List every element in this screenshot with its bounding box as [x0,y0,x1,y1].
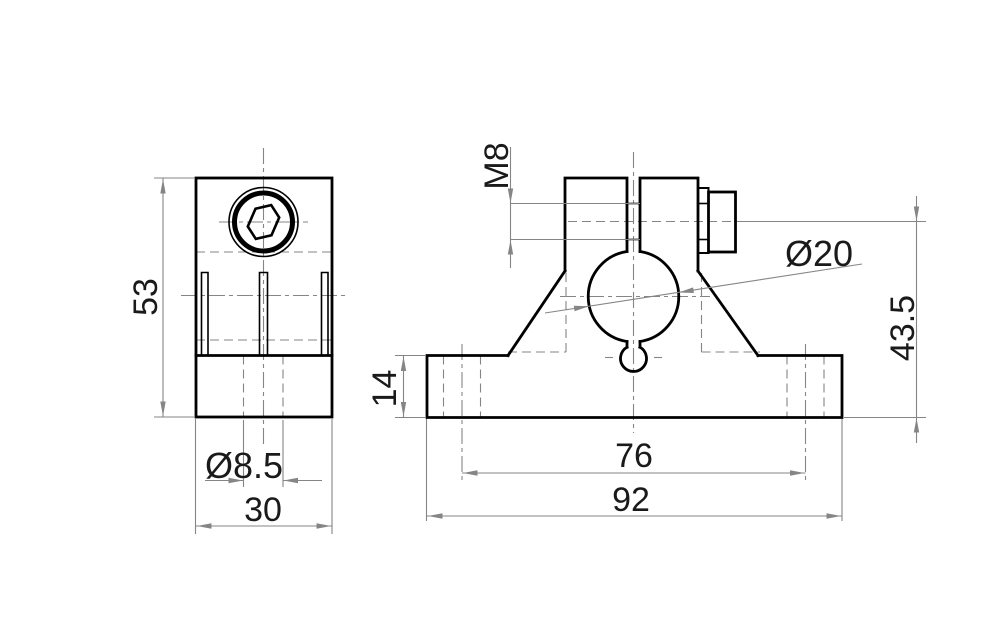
side-view: 53 Ø8.5 30 [127,148,348,534]
left-lug-outline [563,176,629,273]
arrowhead [790,470,805,476]
relief-hole-arc [619,345,648,373]
arrowhead [913,418,920,433]
arrowhead [400,356,407,371]
right-gusset-edge [696,269,760,358]
washer-outline [697,187,710,254]
arrowhead [400,402,407,417]
dim-base-width-label: 92 [612,481,650,519]
screw-boss-circle [228,186,299,258]
side-view-outline [194,176,334,419]
left-gusset-edge [506,269,567,358]
front-view: M8 Ø20 43.5 14 [366,142,926,521]
dim-hole-spacing: 76 [462,437,806,476]
arrowhead [507,240,514,255]
screw-head-circle [232,190,295,254]
arrowhead [507,188,514,203]
dim-base-thickness: 14 [366,354,425,419]
dim-side-hole-diameter-label: Ø8.5 [205,445,283,486]
dim-front-height: 43.5 [740,196,926,443]
base-flange-outline [425,354,844,419]
dim-side-height-label: 53 [127,278,165,316]
dim-base-thickness-label: 14 [366,370,404,408]
arrowhead [316,523,331,529]
right-lug-outline [638,176,700,273]
arrowhead [283,477,298,484]
arrowhead [197,523,212,529]
arrowhead [428,513,443,519]
arrowhead [826,513,841,519]
arrowhead [228,477,243,484]
side-slot-right [320,271,329,357]
dim-clamp-thread: M8 [478,142,640,268]
arrowhead [573,305,589,312]
bore-right-arc [638,249,681,344]
dim-side-hole-diameter: Ø8.5 [205,420,322,487]
dim-bore-diameter-label: Ø20 [785,233,853,274]
side-slot-middle [258,271,269,357]
side-body-outline [194,176,334,419]
dim-base-width: 92 [425,419,843,521]
arrowhead [160,401,166,416]
arrowhead [678,287,694,293]
bolt-head-outline [707,190,737,254]
clamp-bolt-icon [697,187,737,254]
front-view-outline [425,176,844,419]
dim-hole-spacing-label: 76 [615,437,653,475]
arrowhead [913,206,920,221]
arrowhead [160,179,166,194]
dim-side-width-label: 30 [244,491,282,529]
dim-side-width: 30 [194,419,333,534]
dim-front-height-label: 43.5 [884,295,922,361]
front-view-centerlines [442,152,825,480]
arrowhead [463,470,478,476]
hex-socket-icon [246,203,281,241]
leader-line [544,263,863,314]
socket-screw-icon [228,186,299,258]
side-slot-left [200,271,209,357]
dim-bore-diameter: Ø20 [544,233,863,314]
dim-clamp-thread-label: M8 [478,142,516,189]
dim-side-height: 53 [127,177,195,418]
bore-left-arc [586,249,629,344]
